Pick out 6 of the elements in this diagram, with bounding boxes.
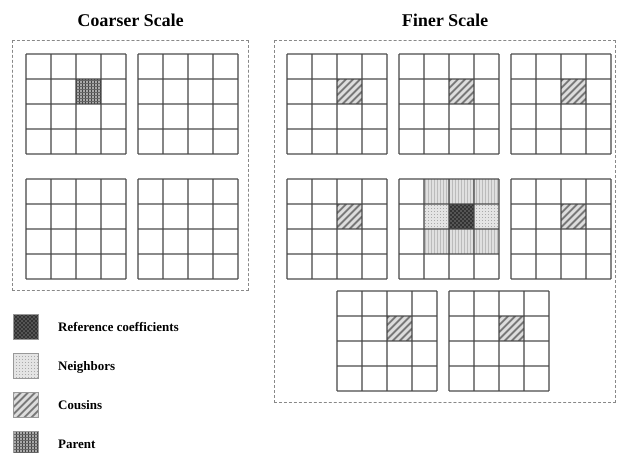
legend-label: Neighbors (58, 358, 116, 374)
legend-label: Reference coefficients (58, 319, 179, 335)
legend-label: Parent (58, 436, 96, 452)
legend-label: Cousins (58, 397, 102, 413)
panel-heading: Finer Scale (400, 9, 490, 32)
panel-heading: Coarser Scale (76, 9, 185, 32)
